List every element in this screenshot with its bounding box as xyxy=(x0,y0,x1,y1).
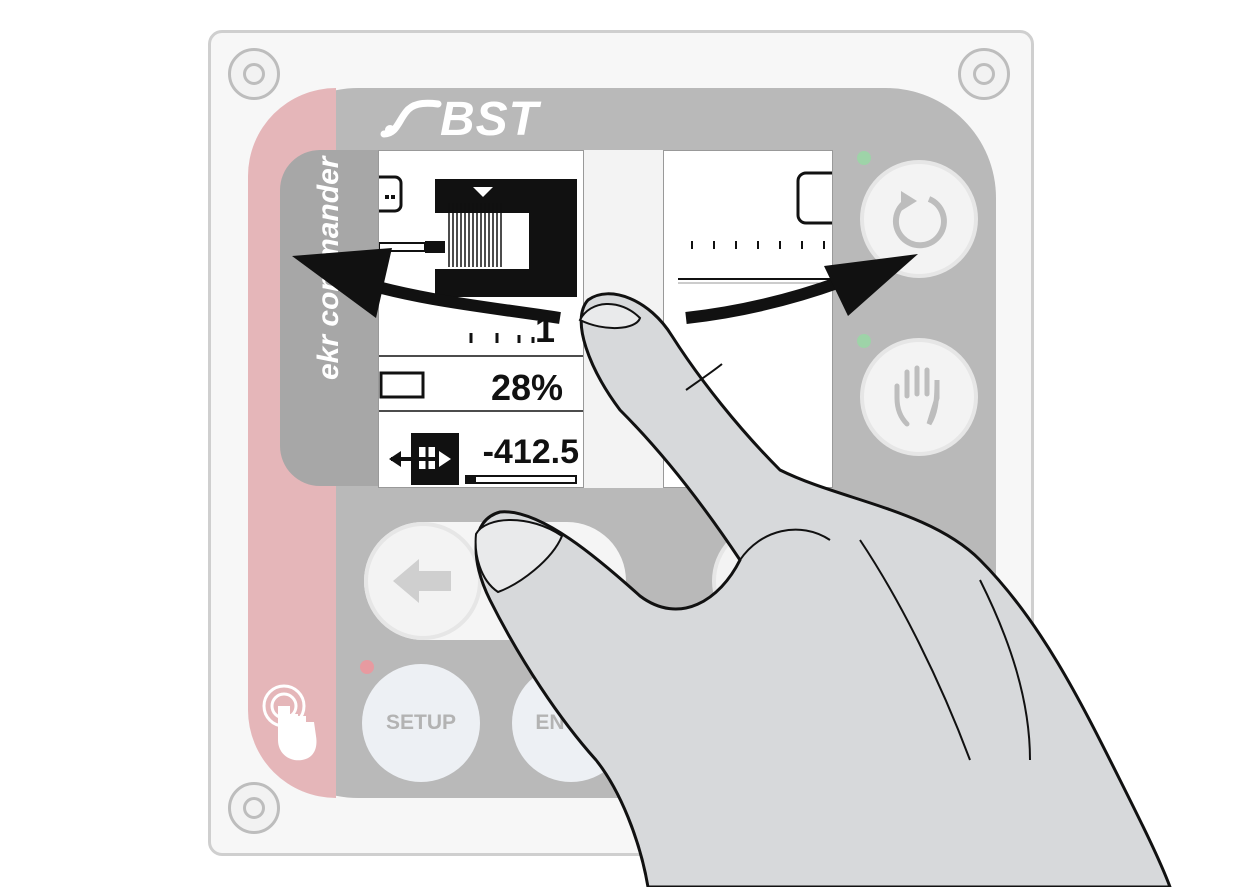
screen-gap xyxy=(584,150,663,488)
auto-rotate-icon xyxy=(892,191,947,249)
touch-icon xyxy=(262,684,317,761)
display-right[interactable] xyxy=(663,150,833,488)
back-button[interactable] xyxy=(364,522,482,640)
bst-logo-icon xyxy=(380,99,442,138)
position-bar-fill xyxy=(467,477,476,482)
display-left[interactable]: 1 28% -412.5 xyxy=(378,150,584,488)
position-bar xyxy=(465,475,577,484)
brand-logo-text: BST xyxy=(440,93,539,146)
manual-button[interactable] xyxy=(860,338,978,456)
product-name: ekr commander xyxy=(312,156,345,380)
screw-bottom-left-icon xyxy=(228,782,280,834)
display-row1-value: 1 xyxy=(534,309,555,350)
led-manual-indicator xyxy=(857,334,871,348)
led-auto-indicator xyxy=(857,151,871,165)
enter-button[interactable]: ENTER xyxy=(512,664,630,782)
right-display-graphic xyxy=(678,171,832,284)
led-setup-indicator xyxy=(360,660,374,674)
forward-button[interactable] xyxy=(712,522,830,640)
setup-button[interactable]: SETUP xyxy=(362,664,480,782)
auto-button[interactable] xyxy=(860,160,978,278)
back-arrow-icon xyxy=(393,559,451,603)
screw-top-right-icon xyxy=(958,48,1010,100)
web-position-icon xyxy=(389,433,459,485)
screw-top-left-icon xyxy=(228,48,280,100)
display-row3-value: -412.5 xyxy=(482,433,579,471)
manual-hand-icon xyxy=(894,365,940,427)
display-row2-value: 28% xyxy=(490,367,563,408)
